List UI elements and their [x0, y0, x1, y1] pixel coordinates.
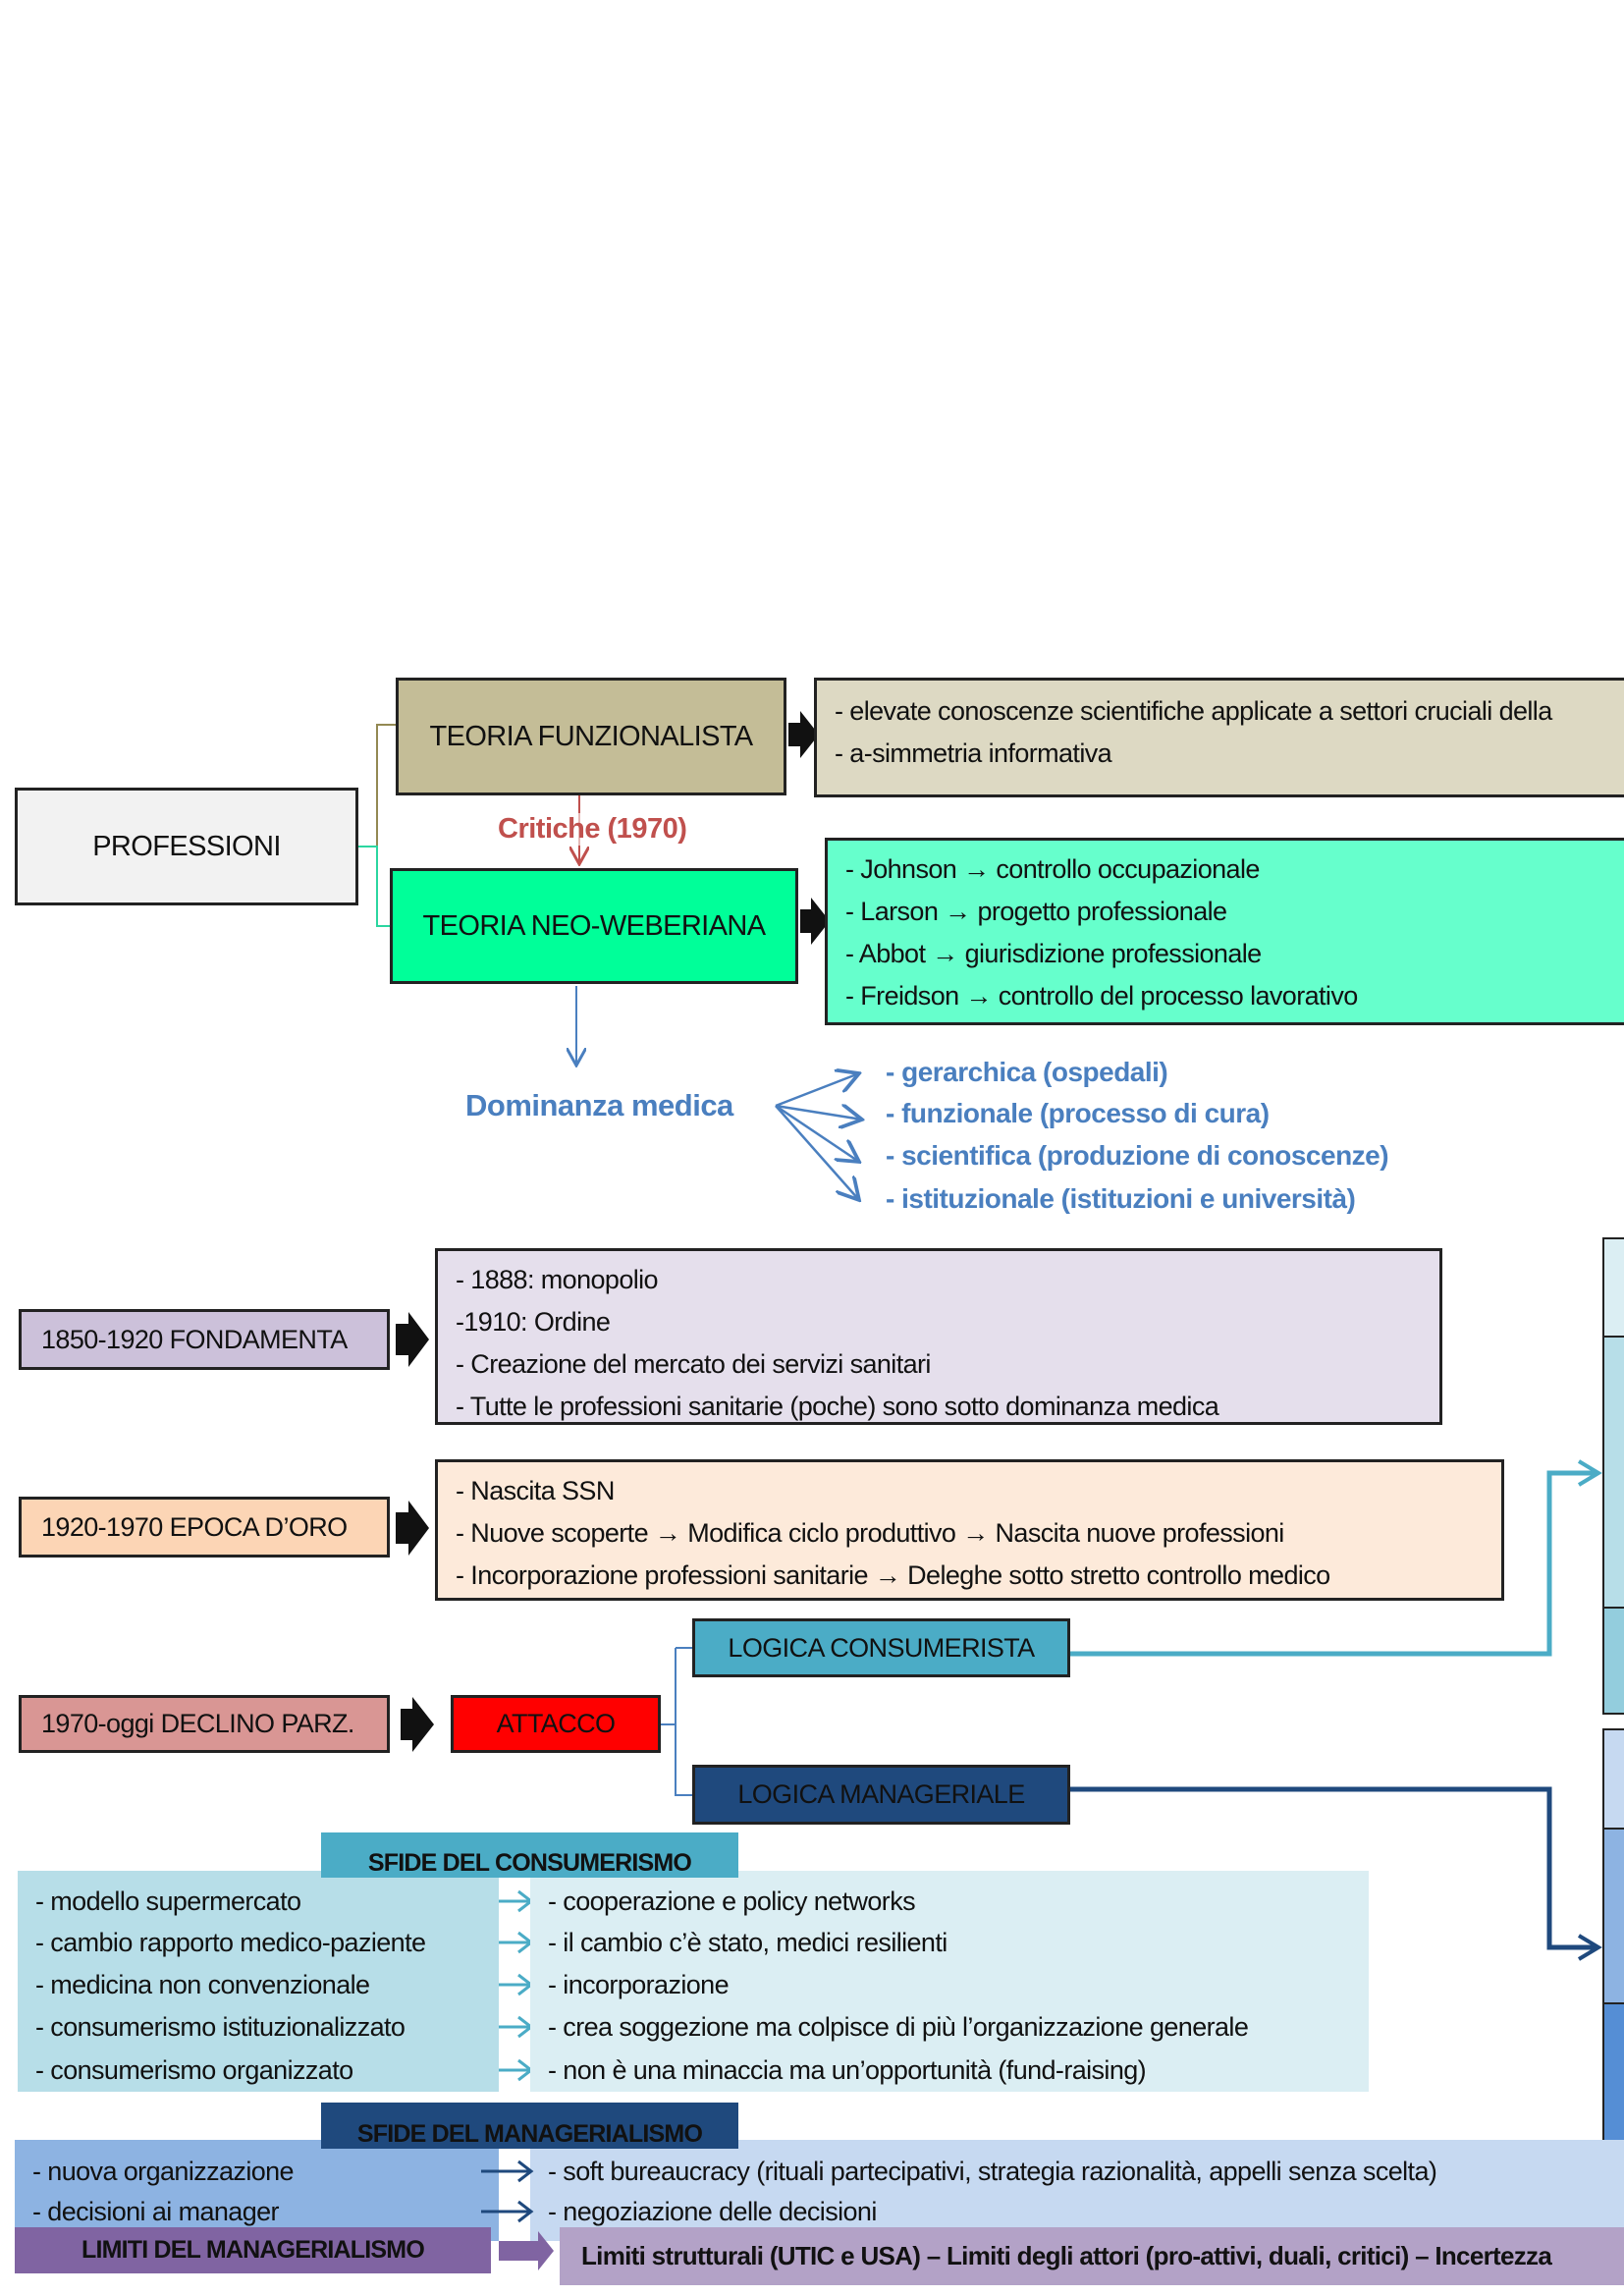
dominance-type: - scientifica (produzione di conoscenze): [886, 1140, 1389, 1171]
era-foundation-points: - 1888: monopolio -1910: Ordine - Creazi…: [435, 1248, 1442, 1425]
managerialism-challenge: - nuova organizzazione: [32, 2157, 295, 2186]
arrow-era-1: [396, 1312, 429, 1367]
neo-weberian-points: - Johnson → controllo occupazionale - La…: [825, 838, 1624, 1025]
era-point: - Nascita SSN: [456, 1476, 615, 1505]
era-point: -1910: Ordine: [456, 1307, 611, 1337]
consumerism-challenge: - cambio rapporto medico-paziente: [35, 1928, 426, 1957]
critique-label: Critiche (1970): [498, 813, 687, 846]
offscreen-box: [1602, 1237, 1624, 1338]
limits-title: LIMITI DEL MANAGERIALISMO: [81, 2236, 425, 2264]
functionalist-point: - elevate conoscenze scientifiche applic…: [835, 696, 1552, 726]
consumerist-logic-node: LOGICA CONSUMERISTA: [692, 1618, 1070, 1677]
offscreen-box: [1602, 1828, 1624, 2004]
managerialism-responses: - soft bureaucracy (rituali partecipativ…: [530, 2140, 1624, 2241]
managerialism-challenge: - decisioni ai manager: [32, 2197, 280, 2226]
era-point: - Tutte le professioni sanitarie (poche)…: [456, 1392, 1219, 1421]
professioni-node: PROFESSIONI: [15, 788, 358, 905]
managerial-connector: [1070, 1786, 1596, 1950]
consumerism-response: - crea soggezione ma colpisce di più l’o…: [548, 2012, 1249, 2042]
consumerism-header: SFIDE DEL CONSUMERISMO: [321, 1832, 738, 1878]
consumerist-label: LOGICA CONSUMERISTA: [728, 1632, 1035, 1663]
neo-weberian-point: - Abbot → giurisdizione professionale: [845, 939, 1262, 968]
managerial-logic-node: LOGICA MANAGERIALE: [692, 1765, 1070, 1825]
consumerism-title: SFIDE DEL CONSUMERISMO: [367, 1849, 692, 1877]
offscreen-box: [1602, 1336, 1624, 1609]
managerialism-response: - negoziazione delle decisioni: [548, 2197, 877, 2226]
neo-weberian-point: - Larson → progetto professionale: [845, 897, 1227, 926]
professioni-label: PROFESSIONI: [92, 830, 281, 862]
era-point: - Creazione del mercato dei servizi sani…: [456, 1349, 931, 1379]
consumerism-challenge: - consumerismo istituzionalizzato: [35, 2012, 406, 2042]
dominance-branch-2: [775, 1106, 862, 1120]
offscreen-box: [1602, 1607, 1624, 1715]
managerialism-arrow: [481, 2200, 534, 2223]
neo-weberian-label: TEORIA NEO-WEBERIANA: [422, 909, 767, 942]
era-golden-age: 1920-1970 EPOCA D’ORO: [19, 1497, 390, 1558]
bracket-attack: [661, 1647, 692, 1796]
limits-header: LIMITI DEL MANAGERIALISMO: [15, 2227, 491, 2273]
consumerism-response: - il cambio c’è stato, medici resilienti: [548, 1928, 947, 1957]
bracket-neo-weberian: [358, 846, 390, 927]
limits-arrow: [499, 2231, 554, 2270]
era-point: - Incorporazione professioni sanitarie →…: [456, 1560, 1330, 1590]
consumerist-connector: [1070, 1470, 1596, 1657]
neo-weberian-theory-node: TEORIA NEO-WEBERIANA: [390, 868, 798, 984]
dominance-type: - istituzionale (istituzioni e universit…: [886, 1183, 1356, 1214]
neo-weberian-point: - Johnson → controllo occupazionale: [845, 854, 1260, 884]
consumerism-challenge: - medicina non convenzionale: [35, 1970, 370, 1999]
managerialism-response: - soft bureaucracy (rituali partecipativ…: [548, 2157, 1437, 2186]
dominance-branch-4: [775, 1105, 859, 1200]
era-golden-age-points: - Nascita SSN - Nuove scoperte → Modific…: [435, 1459, 1504, 1601]
consumerism-challenge: - modello supermercato: [35, 1886, 301, 1916]
dominance-type: - funzionale (processo di cura): [886, 1098, 1270, 1128]
managerial-label: LOGICA MANAGERIALE: [737, 1779, 1025, 1809]
era-point: - 1888: monopolio: [456, 1265, 659, 1294]
functionalist-point: - a-simmetria informativa: [835, 738, 1112, 768]
managerialism-title: SFIDE DEL MANAGERIALISMO: [356, 2120, 703, 2148]
arrow-era-2: [396, 1501, 429, 1556]
functionalist-theory-node: TEORIA FUNZIONALISTA: [396, 678, 786, 795]
managerialism-header: SFIDE DEL MANAGERIALISMO: [321, 2103, 738, 2149]
consumerism-response: - incorporazione: [548, 1970, 730, 1999]
era-decline: 1970-oggi DECLINO PARZ.: [19, 1695, 390, 1753]
dominance-branch-1: [775, 1073, 859, 1108]
limits-box: Limiti strutturali (UTIC e USA) – Limiti…: [560, 2227, 1624, 2285]
attack-label: ATTACCO: [496, 1709, 616, 1738]
functionalist-label: TEORIA FUNZIONALISTA: [429, 720, 753, 752]
limits-text: Limiti strutturali (UTIC e USA) – Limiti…: [581, 2241, 1552, 2270]
dominance-label: Dominanza medica: [465, 1088, 733, 1122]
arrow-neo-weberian: [800, 898, 830, 945]
offscreen-box: [1602, 1728, 1624, 1830]
managerialism-arrow: [481, 2159, 534, 2183]
era-label: 1850-1920 FONDAMENTA: [41, 1324, 348, 1354]
arrow-functionalist: [788, 711, 819, 758]
consumerism-challenge: - consumerismo organizzato: [35, 2055, 353, 2085]
functionalist-points: - elevate conoscenze scientifiche applic…: [814, 678, 1624, 797]
era-foundation: 1850-1920 FONDAMENTA: [19, 1309, 390, 1370]
dominance-type: - gerarchica (ospedali): [886, 1057, 1168, 1087]
consumerism-response: - cooperazione e policy networks: [548, 1886, 916, 1916]
dominance-branch-3: [775, 1104, 859, 1162]
era-label: 1920-1970 EPOCA D’ORO: [41, 1511, 348, 1542]
attack-node: ATTACCO: [451, 1695, 661, 1753]
neo-weberian-point: - Freidson → controllo del processo lavo…: [845, 981, 1358, 1011]
consumerism-challenges: - modello supermercato - cambio rapporto…: [18, 1871, 499, 2092]
era-label: 1970-oggi DECLINO PARZ.: [41, 1709, 354, 1738]
consumerism-response: - non è una minaccia ma un’opportunità (…: [548, 2055, 1147, 2085]
era-point: - Nuove scoperte → Modifica ciclo produt…: [456, 1518, 1284, 1548]
arrow-era-3: [401, 1697, 434, 1752]
managerialism-challenges: - nuova organizzazione - decisioni ai ma…: [15, 2140, 499, 2241]
consumerism-responses: - cooperazione e policy networks - il ca…: [530, 1871, 1369, 2092]
